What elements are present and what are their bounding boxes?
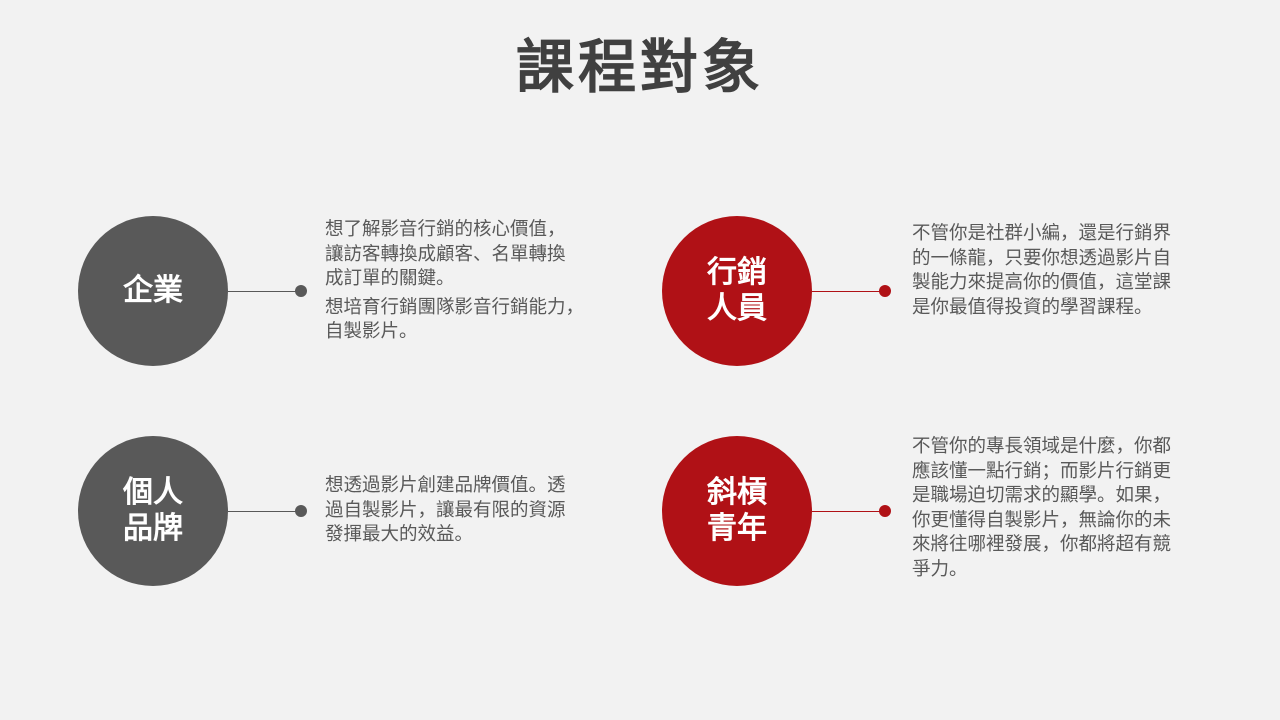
connector-dot	[879, 505, 891, 517]
description-paragraph: 想了解影音行銷的核心價值， 讓訪客轉換成顧客、名單轉換成訂單的關鍵。	[325, 218, 584, 292]
connector-dot	[295, 285, 307, 297]
audience-circle: 行銷人員	[662, 216, 812, 366]
audience-description: 不管你的專長領域是什麼，你都應該懂一點行銷；而影片行銷更是職場迫切需求的顯學。如…	[912, 435, 1171, 582]
circle-label: 品牌	[123, 511, 183, 546]
description-line: 想了解影音行銷的核心價值，	[325, 219, 566, 240]
description-line: 想培育行銷團隊影音行銷能力，	[325, 296, 585, 318]
connector-line	[812, 511, 884, 512]
description-line: 是職場迫切需求的顯學。如果，	[912, 485, 1172, 506]
description-line: 是你最值得投資的學習課程。	[912, 296, 1153, 318]
description-line: 自製影片。	[325, 321, 418, 342]
description-paragraph: 想培育行銷團隊影音行銷能力， 自製影片。	[325, 296, 584, 345]
description-paragraph: 不管你的專長領域是什麼，你都應該懂一點行銷；而影片行銷更是職場迫切需求的顯學。如…	[912, 435, 1171, 582]
circle-label: 企業	[123, 273, 183, 308]
audience-circle: 斜槓青年	[662, 436, 812, 586]
connector-line	[228, 511, 300, 512]
audience-circle: 企業	[78, 216, 228, 366]
audience-description: 想透過影片創建品牌價值。透過自製影片，讓最有限的資源發揮最大的效益。	[325, 474, 566, 548]
description-line: 的一條龍，只要你想透過影片自	[912, 247, 1172, 269]
audience-description: 想了解影音行銷的核心價值， 讓訪客轉換成顧客、名單轉換成訂單的關鍵。想培育行銷團隊…	[325, 218, 584, 345]
description-line: 過自製影片，讓最有限的資源	[325, 499, 566, 521]
circle-label: 個人	[123, 475, 183, 510]
circle-label: 人員	[707, 291, 767, 326]
audience-circle: 個人品牌	[78, 436, 228, 586]
description-line: 發揮最大的效益。	[325, 524, 474, 545]
description-paragraph: 不管你是社群小編，還是行銷界的一條龍，只要你想透過影片自製能力來提高你的價值，這…	[912, 222, 1171, 320]
page-title: 課程對象	[515, 33, 764, 101]
circle-label: 行銷	[707, 255, 767, 290]
connector-line	[228, 291, 300, 292]
connector-dot	[879, 285, 891, 297]
description-line: 不管你是社群小編，還是行銷界	[912, 223, 1172, 244]
description-line: 來將往哪裡發展，你都將超有競	[912, 534, 1172, 555]
connector-dot	[295, 505, 307, 517]
connector-line	[812, 291, 884, 292]
circle-label: 青年	[707, 511, 767, 546]
description-line: 讓訪客轉換成顧客、名單轉換	[325, 243, 566, 265]
description-line: 想透過影片創建品牌價值。透	[325, 475, 566, 496]
description-paragraph: 想透過影片創建品牌價值。透過自製影片，讓最有限的資源發揮最大的效益。	[325, 474, 566, 548]
description-line: 成訂單的關鍵。	[325, 268, 455, 289]
description-line: 不管你的專長領域是什麼，你都	[912, 436, 1172, 457]
description-line: 你更懂得自製影片，無論你的未	[912, 509, 1172, 531]
circle-label: 斜槓	[707, 475, 767, 510]
description-line: 製能力來提高你的價值，這堂課	[912, 272, 1172, 293]
description-line: 應該懂一點行銷；而影片行銷更	[912, 460, 1172, 482]
description-line: 爭力。	[912, 558, 968, 580]
audience-description: 不管你是社群小編，還是行銷界的一條龍，只要你想透過影片自製能力來提高你的價值，這…	[912, 222, 1171, 320]
